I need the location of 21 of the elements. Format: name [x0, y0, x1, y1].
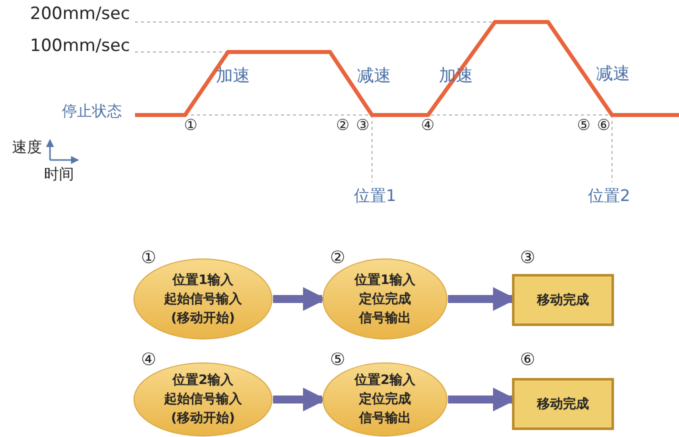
axis-label: 速度 — [12, 140, 42, 155]
phase-label: 加速 — [216, 68, 250, 85]
axis-label: 时间 — [44, 167, 74, 182]
phase-label: 减速 — [596, 66, 630, 83]
step-number: ⑤ — [577, 118, 590, 133]
step-number: ③ — [520, 250, 536, 267]
step-number: ④ — [421, 118, 434, 133]
step-number: ⑥ — [520, 352, 536, 369]
result-box: 移动完成 — [512, 378, 614, 430]
step-number: ③ — [356, 118, 370, 133]
speed-value: 100mm/sec — [30, 38, 130, 55]
result-box: 移动完成 — [512, 274, 614, 326]
state-label: 停止状态 — [62, 104, 122, 119]
step-number: ⑥ — [597, 118, 610, 133]
position-label: 位置2 — [588, 188, 630, 204]
phase-label: 减速 — [357, 68, 391, 85]
speed-value: 200mm/sec — [30, 6, 130, 23]
position-label: 位置1 — [354, 188, 396, 204]
step-number: ② — [336, 118, 350, 133]
phase-label: 加速 — [439, 68, 473, 85]
step-number: ① — [184, 118, 198, 133]
